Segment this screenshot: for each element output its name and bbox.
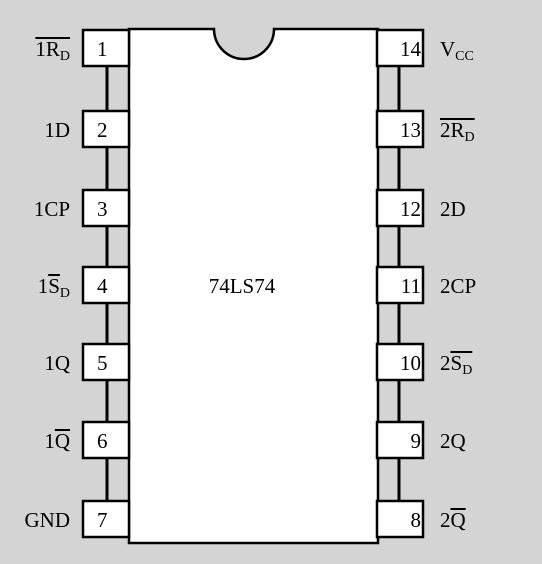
chip-part-number: 74LS74: [209, 274, 276, 298]
pin-number-4: 4: [97, 274, 108, 298]
pin-number-10: 10: [400, 351, 421, 375]
svg-text:2RD: 2RD: [440, 118, 475, 145]
pin-signal-vcc: VCC: [440, 37, 474, 64]
pin-signal-1sd: 1SD: [38, 274, 70, 301]
signal-segment: 1CP: [34, 197, 70, 221]
pin-signal-2d: 2D: [440, 197, 466, 221]
pin-number-12: 12: [400, 197, 421, 221]
pin-number-6: 6: [97, 429, 108, 453]
svg-text:2Q: 2Q: [440, 508, 466, 532]
svg-text:2D: 2D: [440, 197, 466, 221]
pin-signal-2rd: 2RD: [440, 118, 475, 145]
pin-number-14: 14: [400, 37, 422, 61]
signal-segment: S: [451, 351, 463, 375]
svg-text:1Q: 1Q: [44, 351, 70, 375]
pin-signal-1q: 1Q: [44, 351, 70, 375]
left-pin-box-7: [81, 499, 131, 539]
svg-text:2CP: 2CP: [440, 274, 476, 298]
svg-text:1D: 1D: [44, 118, 70, 142]
pin-signal-2sd: 2SD: [440, 351, 473, 378]
right-pin-box-10: [375, 342, 425, 382]
left-pin-box-6: [81, 420, 131, 460]
pin-number-13: 13: [400, 118, 421, 142]
pin-number-5: 5: [97, 351, 108, 375]
signal-segment: 2CP: [440, 274, 476, 298]
signal-segment: S: [48, 274, 60, 298]
left-pin-box-4: [81, 265, 131, 305]
signal-segment: 1: [38, 274, 49, 298]
svg-text:2SD: 2SD: [440, 351, 472, 378]
pin-signal-1d: 1D: [44, 118, 70, 142]
signal-segment: D: [465, 130, 475, 145]
signal-segment: 1Q: [44, 351, 70, 375]
pin-signal-1q: 1Q: [44, 429, 70, 453]
right-pin-box-9: [375, 420, 425, 460]
pin-number-7: 7: [97, 508, 108, 532]
signal-segment: 2R: [440, 118, 465, 142]
signal-segment: CC: [455, 49, 474, 64]
left-pin-box-1: [81, 28, 131, 68]
pin-number-9: 9: [411, 429, 422, 453]
svg-text:1SD: 1SD: [38, 274, 70, 301]
pin-number-2: 2: [97, 118, 108, 142]
pin-signal-1rd: 1RD: [35, 37, 70, 64]
svg-text:2Q: 2Q: [440, 429, 466, 453]
signal-segment: D: [60, 286, 70, 301]
right-pin-box-11: [375, 265, 425, 305]
signal-segment: 2: [440, 351, 451, 375]
svg-text:1Q: 1Q: [44, 429, 70, 453]
pin-number-3: 3: [97, 197, 108, 221]
pin-signal-2cp: 2CP: [440, 274, 476, 298]
signal-segment: 1R: [35, 37, 60, 61]
right-pin-box-14: [375, 28, 425, 68]
signal-segment: 1D: [44, 118, 70, 142]
pin-signal-1cp: 1CP: [34, 197, 70, 221]
pin-number-1: 1: [97, 37, 108, 61]
signal-segment: 2Q: [440, 429, 466, 453]
svg-text:1RD: 1RD: [35, 37, 70, 64]
signal-segment: 2: [440, 508, 451, 532]
signal-segment: GND: [25, 508, 71, 532]
pin-number-8: 8: [411, 508, 422, 532]
signal-segment: 2D: [440, 197, 466, 221]
signal-segment: D: [462, 363, 472, 378]
pin-signal-2q: 2Q: [440, 508, 466, 532]
right-pin-box-12: [375, 188, 425, 228]
pin-connectors: [105, 66, 401, 501]
signal-segment: Q: [451, 508, 466, 532]
signal-segment: Q: [55, 429, 70, 453]
signal-segment: 1: [44, 429, 55, 453]
pin-number-11: 11: [401, 274, 421, 298]
left-pin-box-5: [81, 342, 131, 382]
right-pin-box-8: [375, 499, 425, 539]
right-pin-box-13: [375, 109, 425, 149]
chip-body: [127, 27, 380, 545]
pin-signal-2q: 2Q: [440, 429, 466, 453]
left-pin-box-3: [81, 188, 131, 228]
svg-text:VCC: VCC: [440, 37, 474, 64]
left-pin-box-2: [81, 109, 131, 149]
pin-signal-gnd: GND: [25, 508, 71, 532]
svg-text:GND: GND: [25, 508, 71, 532]
svg-text:1CP: 1CP: [34, 197, 70, 221]
signal-segment: V: [440, 37, 455, 61]
signal-segment: D: [60, 49, 70, 64]
